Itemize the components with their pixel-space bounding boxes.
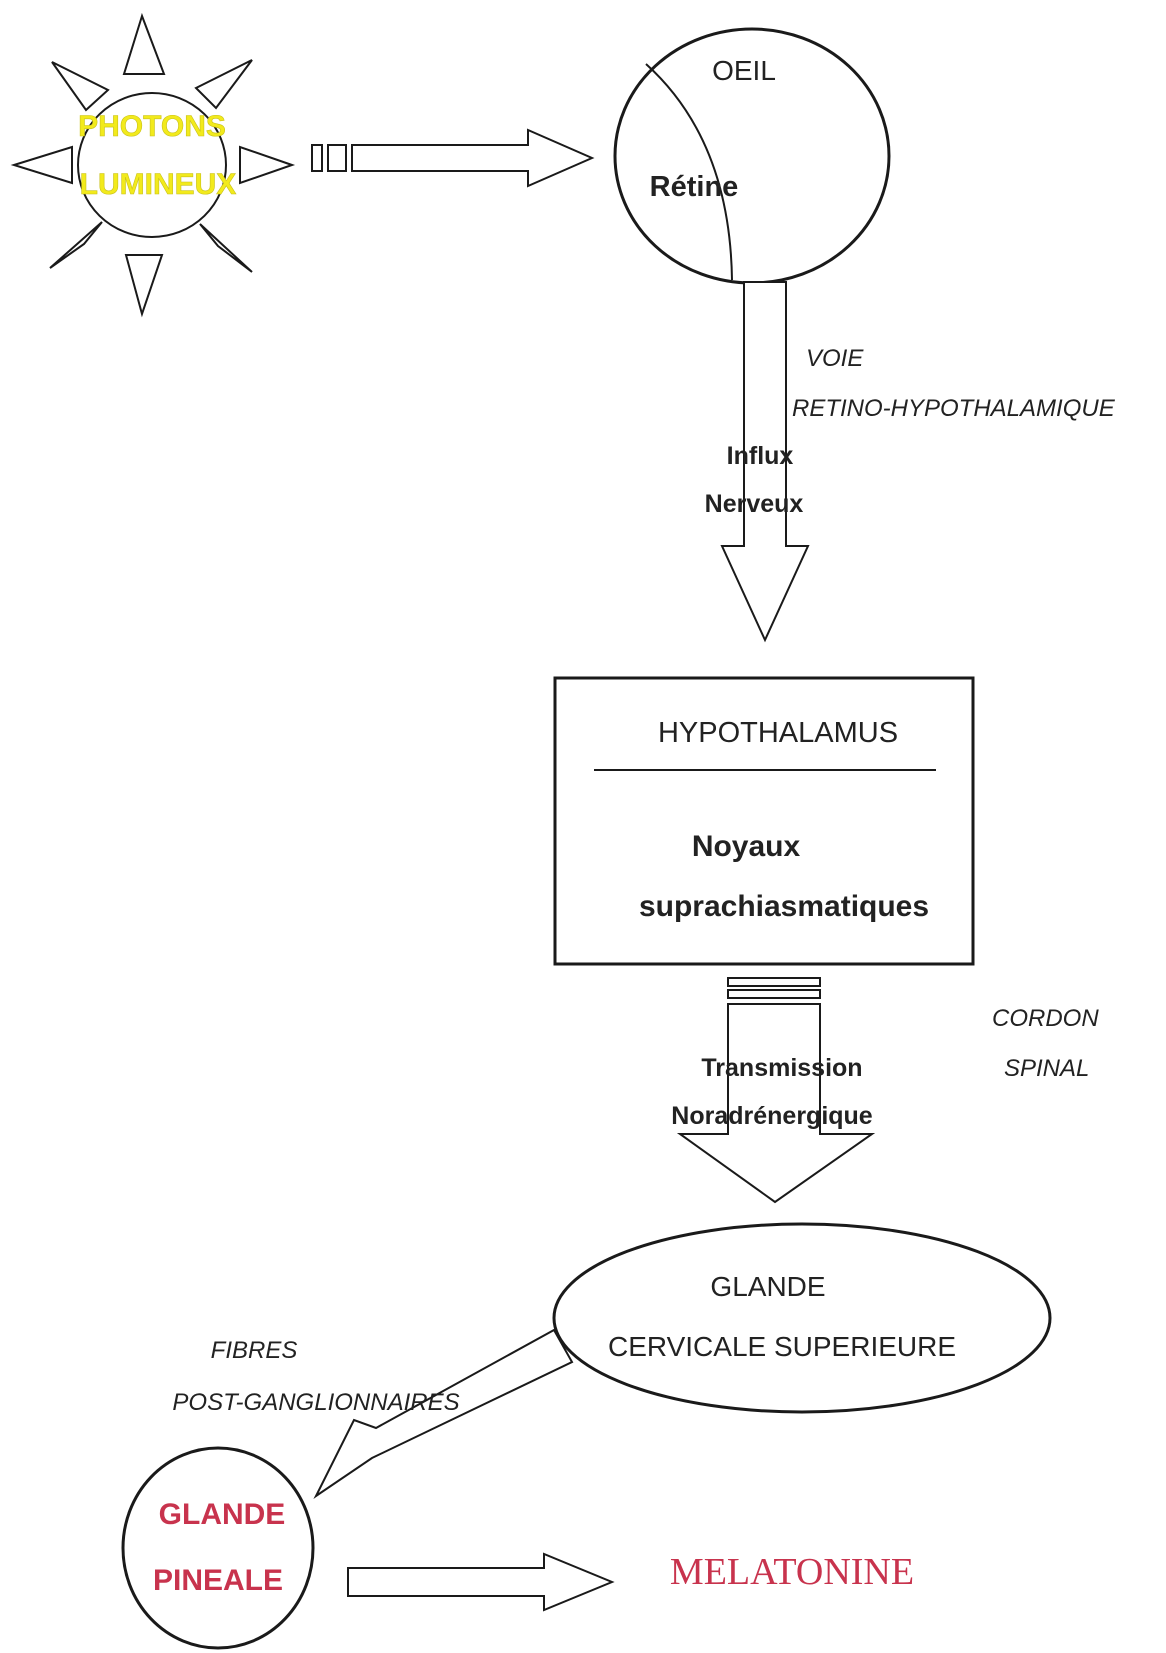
arrow-eye-to-hypothalamus [720,281,810,643]
cervical-ganglion-shape [552,1222,1052,1414]
cordon-label-line1: CORDON [992,1005,1099,1032]
cervical-label-line1: GLANDE [710,1271,825,1302]
arrow-hypothalamus-to-cervical [676,977,876,1204]
cordon-label-line2: SPINAL [1004,1055,1089,1082]
fibres-label-line2: POST-GANGLIONNAIRES [172,1389,459,1416]
arrow-sun-to-eye [311,128,595,188]
hypothalamus-box [553,676,975,966]
influx-label-line2: Nerveux [705,490,804,518]
pathway-label-line1: VOIE [806,345,864,372]
pathway-label-line2: RETINO-HYPOTHALAMIQUE [792,395,1116,422]
melatonin-label: MELATONINE [670,1551,914,1593]
cervical-label-line2: CERVICALE SUPERIEURE [608,1331,956,1362]
retina-label: Rétine [650,171,739,203]
pineal-label-line2: PINEALE [153,1564,283,1597]
fibres-label-line1: FIBRES [211,1337,298,1364]
nuclei-label-line2: suprachiasmatiques [639,890,929,923]
influx-label-line1: Influx [727,442,794,470]
pineal-gland-shape [121,1446,315,1650]
transmission-label-line2: Noradrénergique [671,1102,873,1130]
arrow-cervical-to-pineal [313,1328,574,1499]
sun-label-line1: PHOTONS [78,110,226,143]
eye-title: OEIL [712,55,776,86]
sun-shape [10,12,296,318]
transmission-label-line1: Transmission [701,1054,862,1082]
sun-label-line2: LUMINEUX [80,168,237,201]
nuclei-label-line1: Noyaux [692,830,801,863]
pineal-label-line1: GLANDE [159,1498,286,1531]
arrow-pineal-to-melatonin [347,1552,615,1612]
hypothalamus-title: HYPOTHALAMUS [658,717,898,749]
